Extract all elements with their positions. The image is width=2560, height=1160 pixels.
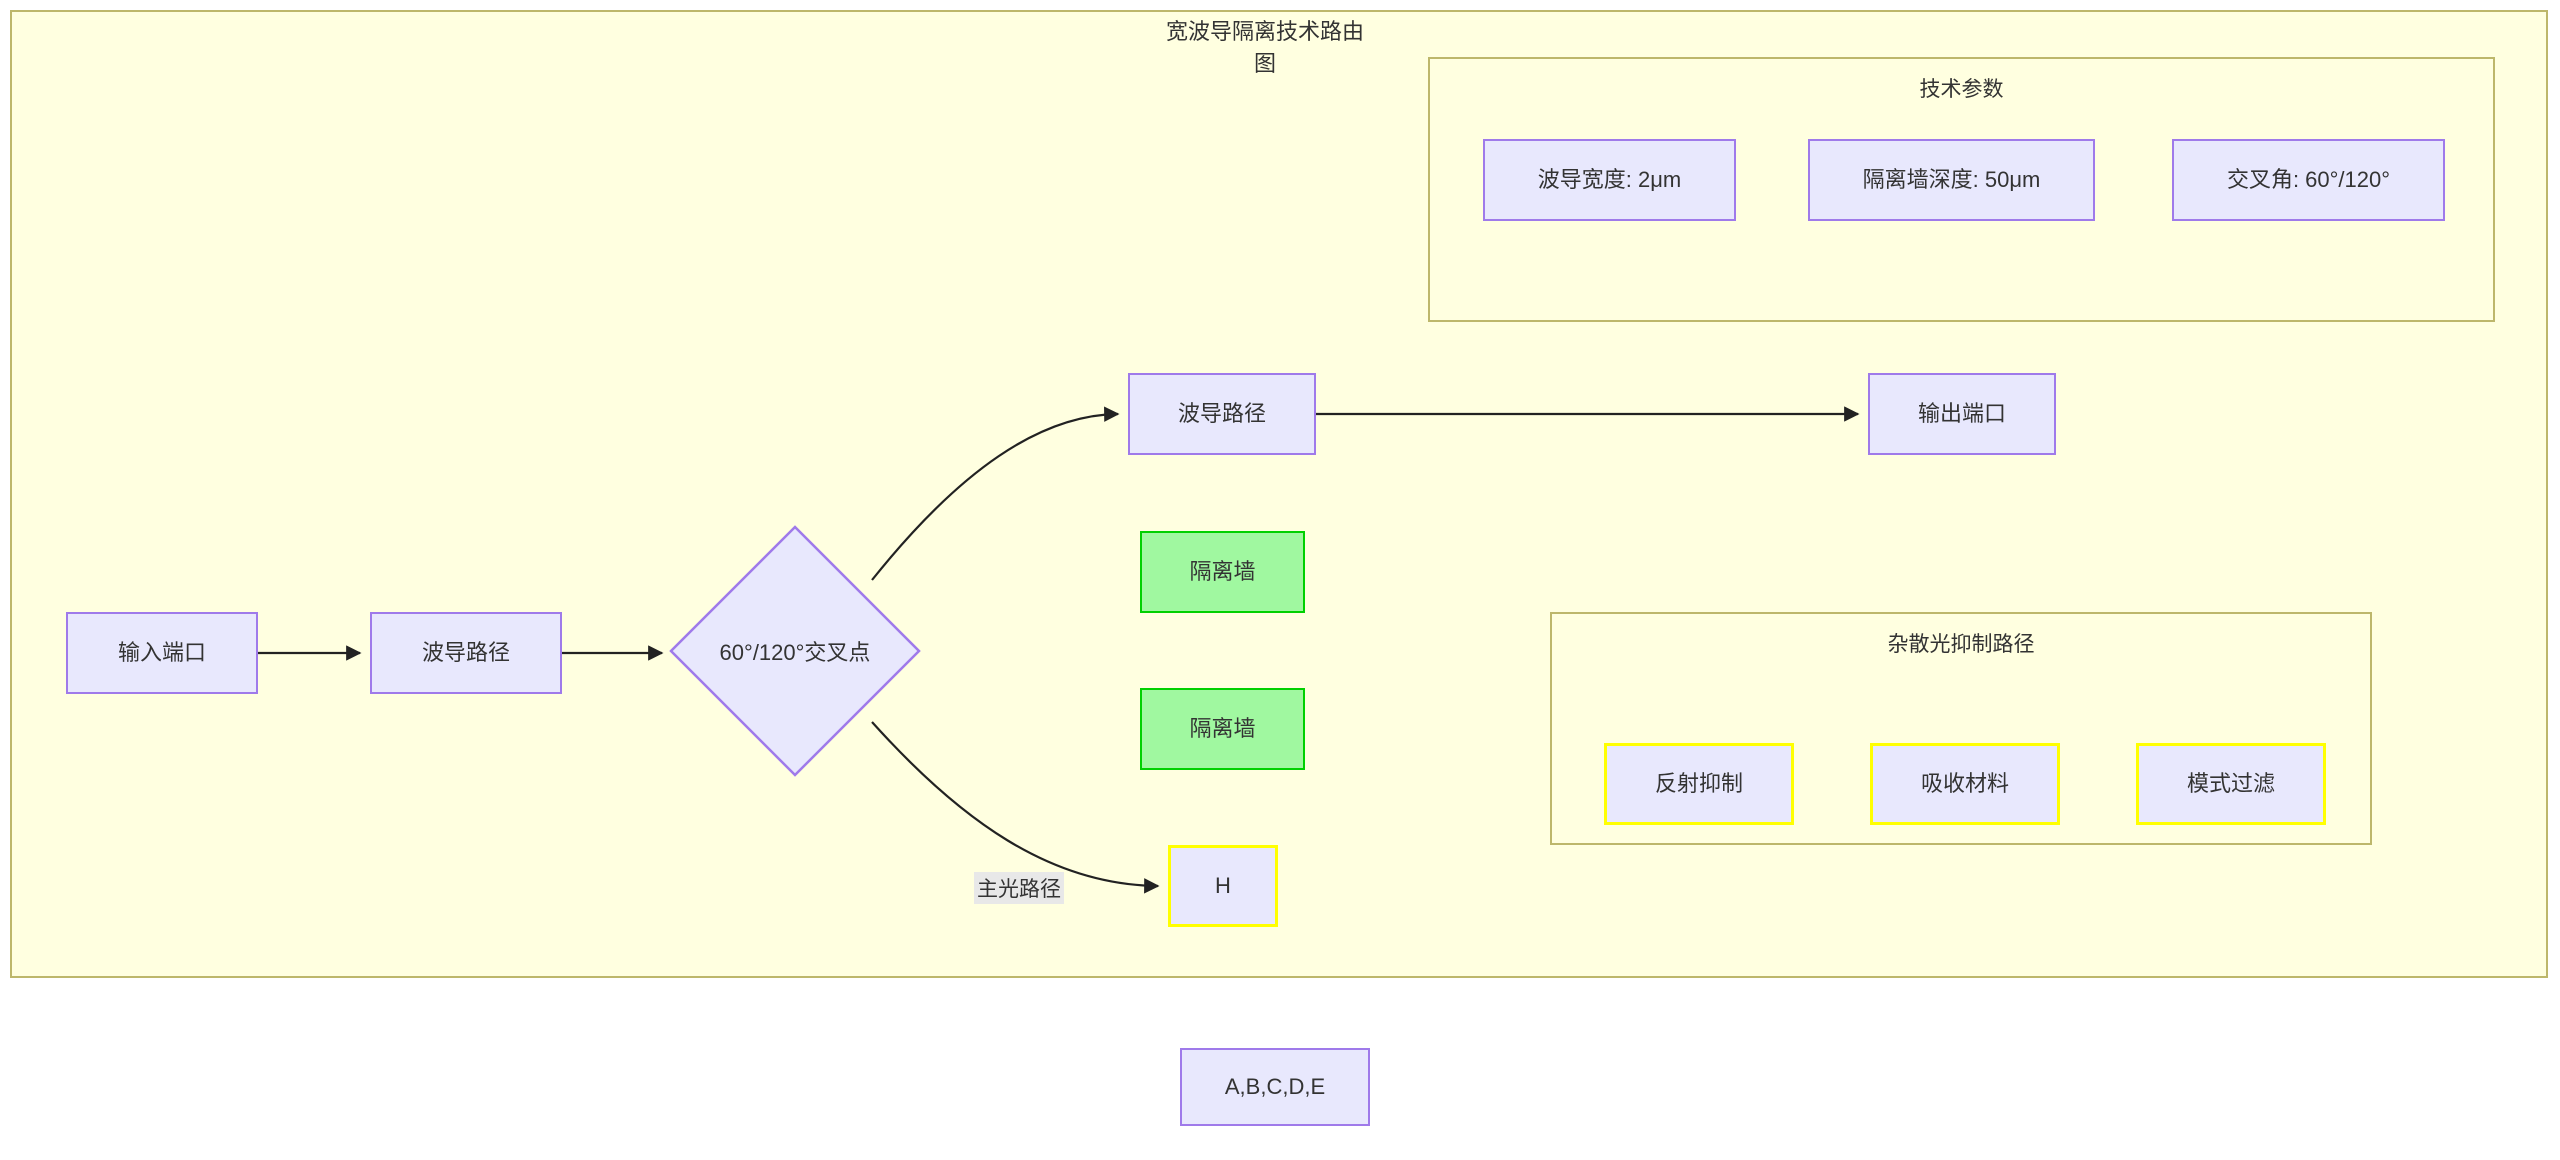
node-waveguide-path-2-label: 波导路径 — [1177, 400, 1266, 426]
node-isolation-wall-2[interactable]: 隔离墙 — [1140, 688, 1305, 770]
stray-light-absorbing-material-label: 吸收材料 — [1920, 770, 2009, 796]
stray-light-mode-filter-label: 模式过滤 — [2186, 770, 2275, 796]
group-stray-light-title: 杂散光抑制路径 — [1887, 633, 2035, 656]
tech-param-waveguide-width-label: 波导宽度: 2μm — [1537, 166, 1682, 192]
node-waveguide-path-1-label: 波导路径 — [421, 639, 510, 665]
node-input-port[interactable]: 输入端口 — [66, 612, 258, 694]
node-isolation-wall-2-label: 隔离墙 — [1189, 715, 1256, 741]
node-waveguide-path-1[interactable]: 波导路径 — [370, 612, 562, 694]
edge-label-main-light-path: 主光路径 — [974, 872, 1064, 904]
node-h[interactable]: H — [1168, 845, 1278, 927]
stray-light-absorbing-material[interactable]: 吸收材料 — [1870, 743, 2060, 825]
stray-light-reflection-suppression[interactable]: 反射抑制 — [1604, 743, 1794, 825]
node-output-port-label: 输出端口 — [1917, 400, 2006, 426]
node-input-port-label: 输入端口 — [117, 639, 206, 665]
node-waveguide-path-2[interactable]: 波导路径 — [1128, 373, 1316, 455]
node-h-label: H — [1215, 872, 1231, 898]
diamond-shape — [669, 525, 921, 777]
tech-param-wall-depth[interactable]: 隔离墙深度: 50μm — [1808, 139, 2095, 221]
tech-param-wall-depth-label: 隔离墙深度: 50μm — [1862, 166, 2041, 192]
stray-light-reflection-suppression-label: 反射抑制 — [1654, 770, 1743, 796]
node-legend-abcde-label: A,B,C,D,E — [1224, 1073, 1326, 1099]
node-legend-abcde[interactable]: A,B,C,D,E — [1180, 1048, 1370, 1126]
stray-light-mode-filter[interactable]: 模式过滤 — [2136, 743, 2326, 825]
node-output-port[interactable]: 输出端口 — [1868, 373, 2056, 455]
node-crossing-point-label: 60°/120°交叉点 — [719, 640, 871, 665]
tech-param-crossing-angle-label: 交叉角: 60°/120° — [2226, 166, 2391, 192]
group-tech-params-title: 技术参数 — [1919, 78, 2004, 101]
node-crossing-point[interactable]: 60°/120°交叉点 — [668, 524, 922, 778]
tech-param-crossing-angle[interactable]: 交叉角: 60°/120° — [2172, 139, 2445, 221]
tech-param-waveguide-width[interactable]: 波导宽度: 2μm — [1483, 139, 1736, 221]
node-isolation-wall-1[interactable]: 隔离墙 — [1140, 531, 1305, 613]
page-title: 宽波导隔离技术路由图 — [1165, 19, 1364, 76]
node-isolation-wall-1-label: 隔离墙 — [1189, 558, 1256, 584]
